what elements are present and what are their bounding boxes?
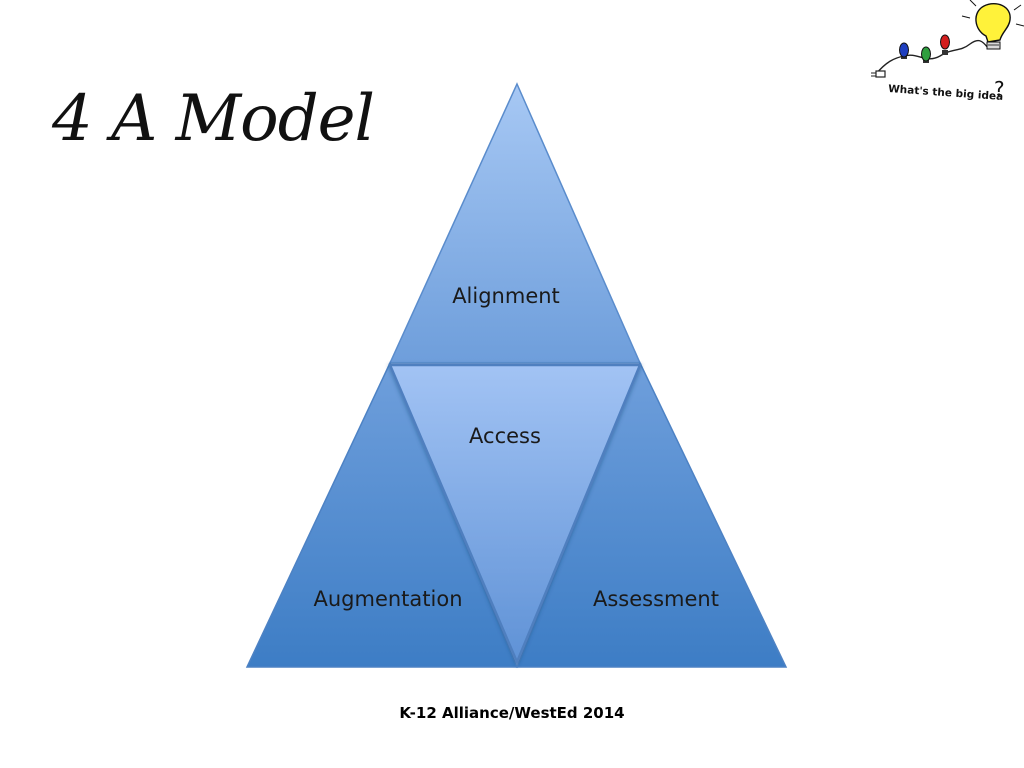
slide-title: 4 A Model [52, 82, 375, 156]
access-segment [388, 363, 642, 666]
big-idea-logo: What's the big idea ? [871, 0, 1024, 103]
blue-bulb-icon [899, 42, 909, 59]
green-bulb-icon [921, 46, 931, 63]
assessment-label: Assessment [593, 587, 719, 611]
augmentation-label: Augmentation [313, 587, 462, 611]
slide-footer: K-12 Alliance/WestEd 2014 [399, 704, 625, 722]
lightbulb-icon [961, 0, 1024, 50]
alignment-label: Alignment [452, 284, 560, 308]
red-bulb-icon [940, 34, 950, 55]
alignment-segment [388, 82, 642, 364]
plug-icon [871, 70, 886, 78]
logo-question-mark: ? [994, 77, 1005, 101]
light-cord [875, 39, 989, 75]
access-label: Access [469, 424, 541, 448]
